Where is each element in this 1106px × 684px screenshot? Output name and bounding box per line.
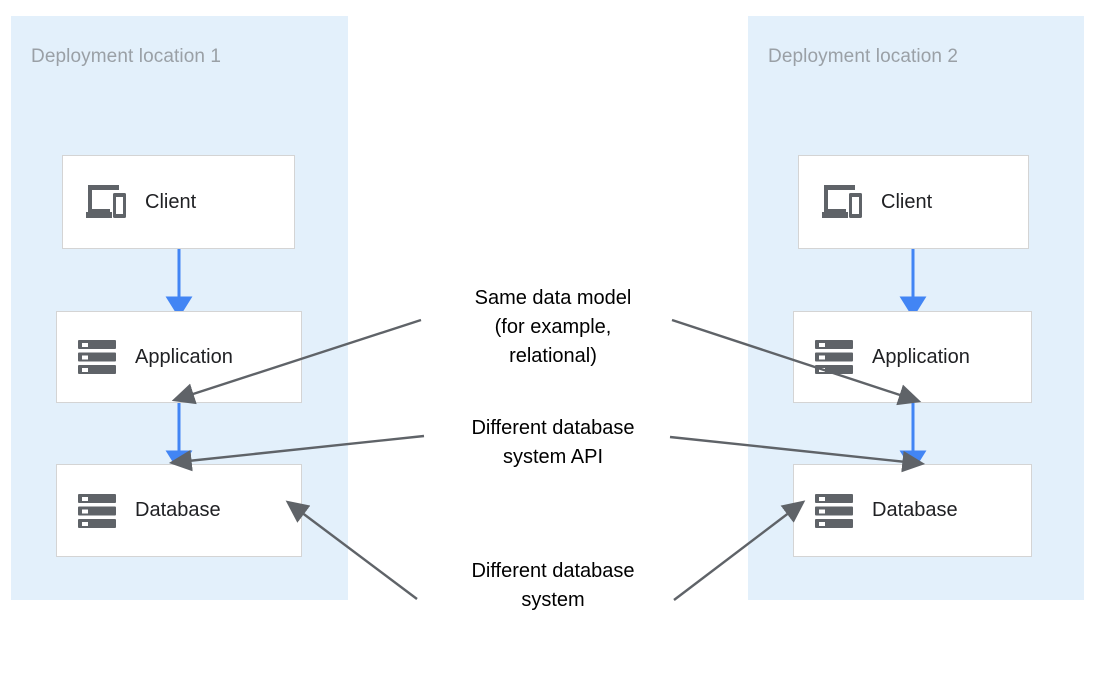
server-icon bbox=[814, 491, 854, 531]
leader-same-data-model-right bbox=[671, 318, 922, 406]
node-database-2[interactable]: Database bbox=[793, 464, 1032, 557]
node-application-2[interactable]: Application bbox=[793, 311, 1032, 403]
annotation-different-database-system: Different database system bbox=[471, 560, 635, 611]
deployment-zone-2-label: Deployment location 2 bbox=[768, 46, 959, 67]
node-client-2[interactable]: Client bbox=[798, 155, 1029, 249]
server-icon bbox=[77, 491, 117, 531]
annotation-same-data-model: Same data model (for example, relational… bbox=[474, 287, 632, 367]
node-client-1[interactable]: Client bbox=[62, 155, 295, 249]
leader-same-data-model-left bbox=[171, 318, 422, 405]
node-database-1-label: Database bbox=[135, 499, 221, 521]
node-client-1-label: Client bbox=[145, 190, 197, 213]
devices-icon bbox=[819, 182, 863, 222]
node-application-2-label: Application bbox=[872, 345, 970, 368]
leader-db-system-left bbox=[285, 500, 418, 600]
node-client-2-label: Client bbox=[881, 190, 933, 213]
node-application-1-label: Application bbox=[135, 345, 233, 368]
leader-db-api-right bbox=[669, 435, 926, 473]
leader-db-api-left bbox=[168, 434, 425, 472]
server-icon bbox=[814, 337, 854, 377]
leader-db-system-right bbox=[673, 500, 806, 601]
annotation-different-database-system-api: Different database system API bbox=[471, 417, 635, 468]
deployment-zone-1-label: Deployment location 1 bbox=[31, 46, 222, 67]
devices-icon bbox=[83, 182, 127, 222]
server-icon bbox=[77, 337, 117, 377]
node-database-2-label: Database bbox=[872, 499, 958, 521]
